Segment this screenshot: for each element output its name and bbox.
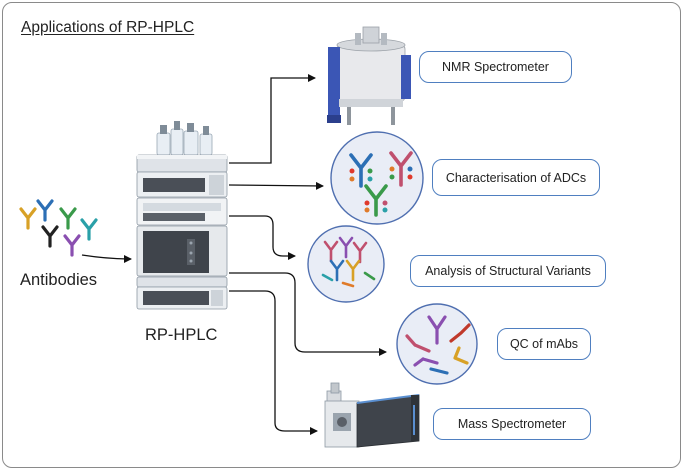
qc-mabs-box: QC of mAbs [497,328,591,360]
nmr-spectrometer-box: NMR Spectrometer [419,51,572,83]
diagram-title: Applications of RP-HPLC [21,19,195,36]
structural-variants-box: Analysis of Structural Variants [410,255,606,287]
antibodies-label: Antibodies [20,271,98,289]
mass-spectrometer-icon [324,382,420,448]
antibodies-cluster-icon [19,199,98,257]
arrow-to-qc [229,272,387,356]
arrow-to-adc [228,181,324,190]
arrow-to-variants [229,215,296,260]
characterisation-adcs-box: Characterisation of ADCs [432,159,600,196]
adc-circle-icon [330,131,424,225]
arrow-to-mass [229,290,318,435]
qc-mabs-circle-icon [396,303,478,385]
arrow-to-nmr [229,74,316,164]
nmr-spectrometer-icon [327,26,411,125]
diagram-graphics [19,26,478,448]
diagram-frame: Applications of RP-HPLC [2,2,681,468]
rp-hplc-label: RP-HPLC [145,326,218,344]
antibody-to-hplc-arrow [81,254,132,263]
hplc-instrument-icon [136,121,228,310]
structural-variants-circle-icon [307,225,385,303]
mass-spectrometer-box: Mass Spectrometer [433,408,591,440]
